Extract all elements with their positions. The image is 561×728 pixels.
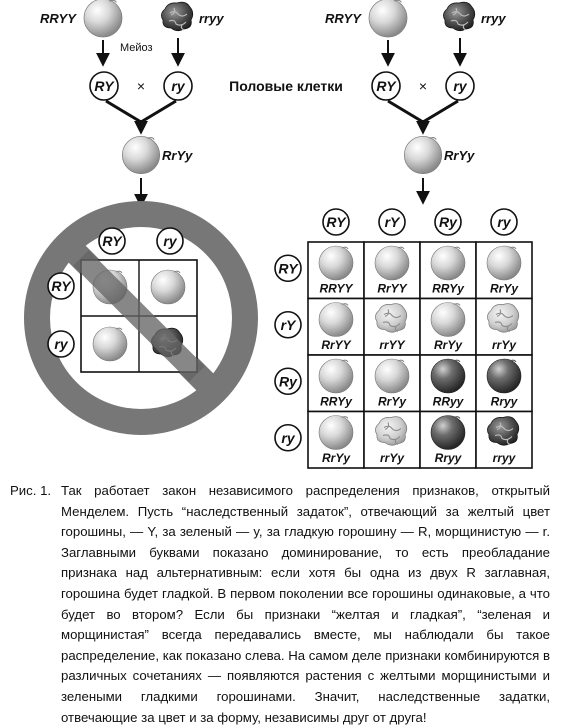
pea-green-round: [486, 358, 522, 394]
left-f1-genotype: RrYy: [162, 148, 193, 163]
cell-genotype: RRYY: [319, 282, 353, 296]
pea-yellow-round: [318, 245, 354, 281]
left-row-header-1: RY: [51, 278, 72, 294]
left-parent1-genotype: RRYY: [40, 11, 77, 26]
pea-yellow-wrinkled: [374, 303, 408, 333]
row-header-circle: [274, 254, 302, 283]
pea-yellow-round: [318, 415, 354, 450]
pea-green-wrinkled: [486, 416, 520, 446]
cell-genotype: RrYy: [378, 395, 407, 409]
left-row-header-2: ry: [54, 336, 68, 352]
right-parent2-genotype: rryy: [481, 11, 506, 26]
cell-genotype: RrYy: [322, 451, 351, 465]
caption-number: Рис. 1.: [10, 483, 52, 498]
pea-yellow-wrinkled: [374, 416, 408, 446]
pea-yellow-round: [318, 358, 354, 394]
right-f1-pea: [403, 135, 443, 175]
right-parent1-genotype: RRYY: [325, 11, 362, 26]
left-parent2-pea: [160, 1, 194, 32]
left-col-header-1: RY: [102, 233, 123, 249]
pea-green-round: [430, 415, 466, 450]
left-cell-2-1-pea: [92, 326, 128, 362]
right-cross-sign: ×: [419, 78, 427, 94]
caption-text: Так работает закон независимого распреде…: [61, 483, 550, 725]
right-gamete2-label: ry: [453, 78, 467, 94]
right-gamete1-circle: [371, 71, 401, 101]
right-gamete2-circle: [445, 71, 475, 101]
left-gamete1-label: RY: [94, 78, 115, 94]
prohibition-bar: [73, 250, 205, 382]
cell-genotype: RRYy: [432, 282, 465, 296]
cell-genotype: RrYY: [377, 282, 407, 296]
row-header-label: Ry: [279, 373, 298, 389]
row-header-circle: [274, 310, 302, 339]
cell-genotype: rryy: [493, 451, 517, 465]
prohibition-ring: [24, 201, 258, 435]
pea-yellow-round: [374, 245, 410, 281]
right-cross: RRYY rryy RY × ry RrYy: [325, 0, 506, 205]
right-gamete-join: [387, 99, 459, 124]
punnett-cell: [307, 297, 365, 356]
left-f1-pea: [121, 135, 161, 175]
pea-yellow-round: [486, 245, 522, 281]
col-header-label: ry: [497, 214, 511, 230]
pea-yellow-round: [430, 302, 466, 337]
left-cell-1-2-pea: [150, 269, 186, 305]
left-parent2-genotype: rryy: [199, 11, 224, 26]
row-header-label: ry: [281, 430, 295, 446]
gametes-caption: Половые клетки: [229, 78, 343, 94]
cell-genotype: rrYY: [379, 338, 405, 352]
pea-yellow-round: [318, 302, 354, 337]
cell-genotype: RrYY: [321, 338, 351, 352]
left-parent1-pea: [83, 0, 123, 38]
pea-yellow-wrinkled: [486, 303, 520, 333]
meiosis-label: Мейоз: [120, 42, 153, 54]
cell-genotype: RrYy: [490, 282, 519, 296]
cell-genotype: Rryy: [491, 395, 519, 409]
cell-genotype: Rryy: [435, 451, 463, 465]
cell-genotype: RrYy: [434, 338, 463, 352]
row-header-label: RY: [278, 260, 299, 276]
row-header-circle: [274, 423, 302, 452]
col-header-circle: [378, 208, 406, 236]
left-cross-sign: ×: [137, 78, 145, 94]
cell-genotype: rrYy: [380, 451, 405, 465]
left-col-header-2: ry: [163, 233, 177, 249]
mendel-figure: RRYY rryy Мейоз RY × ry RrYy Половые кле…: [24, 0, 533, 469]
left-gamete2-label: ry: [171, 78, 185, 94]
left-punnett: RY ry RY ry: [24, 201, 258, 435]
pea-green-round: [430, 358, 466, 394]
col-header-circle: [434, 208, 462, 236]
col-header-label: Ry: [439, 214, 458, 230]
row-header-circle: [274, 367, 302, 396]
cell-genotype: RRyy: [433, 395, 465, 409]
left-gamete1-circle: [89, 71, 119, 101]
right-gamete1-label: RY: [376, 78, 397, 94]
right-parent2-pea: [442, 1, 476, 32]
right-f1-genotype: RrYy: [444, 148, 475, 163]
col-header-circle: [490, 208, 518, 236]
right-parent1-pea: [368, 0, 408, 38]
row-header-label: rY: [281, 317, 297, 333]
col-header-circle: [322, 208, 350, 236]
left-cross: RRYY rryy Мейоз RY × ry RrYy: [40, 0, 224, 208]
cell-genotype: rrYy: [492, 338, 517, 352]
pea-yellow-round: [430, 245, 466, 281]
cell-genotype: RRYy: [320, 395, 353, 409]
pea-yellow-round: [374, 358, 410, 394]
left-gamete2-circle: [163, 71, 193, 101]
col-header-label: rY: [385, 214, 401, 230]
col-header-label: RY: [326, 214, 347, 230]
